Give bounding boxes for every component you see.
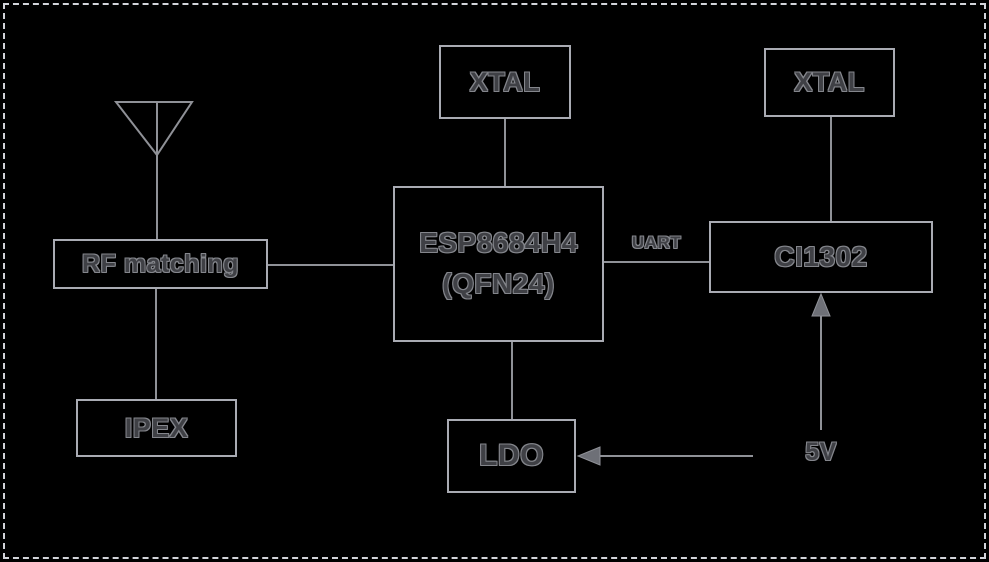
block-rf-matching: RF matching: [53, 239, 268, 289]
block-ci1302: CI1302: [709, 221, 933, 293]
block-xtal-wifi: XTAL: [439, 45, 571, 119]
uart-label: UART: [604, 233, 709, 253]
block-esp8684h4-label-line2: (QFN24): [442, 268, 555, 299]
block-xtal-voice-label: XTAL: [794, 67, 865, 97]
arrow-up-icon: [811, 292, 831, 317]
arrow-left-icon: [576, 446, 601, 466]
antenna-icon: [113, 101, 194, 239]
block-xtal-voice: XTAL: [764, 48, 895, 117]
power-5v-label-text: 5V: [805, 438, 837, 466]
block-ipex: IPEX: [76, 399, 237, 457]
antenna-triangle: [113, 101, 194, 157]
uart-label-text: UART: [631, 233, 682, 252]
block-ipex-label: IPEX: [124, 412, 189, 443]
power-5v-label: 5V: [791, 438, 851, 467]
block-xtal-wifi-label: XTAL: [469, 66, 541, 97]
block-esp8684h4-label-line1: ESP8684H4: [419, 227, 578, 259]
block-rf-matching-label: RF matching: [82, 249, 239, 278]
block-esp8684h4: ESP8684H4 (QFN24): [393, 186, 604, 342]
block-ldo-label: LDO: [479, 439, 544, 472]
block-ci1302-label: CI1302: [774, 241, 868, 272]
block-ldo: LDO: [447, 419, 576, 493]
